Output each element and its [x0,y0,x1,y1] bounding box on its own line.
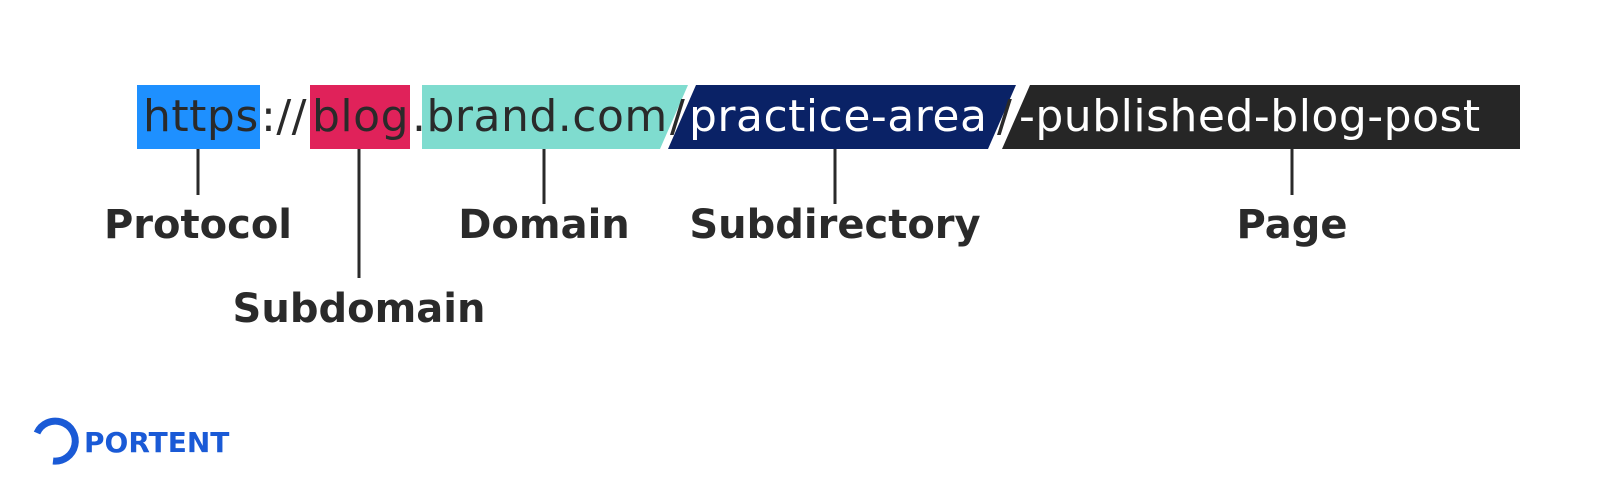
url-subdomain-text: blog [312,91,409,142]
url-page-text: -published-blog-post [1019,91,1481,142]
url-protocol-text: https [143,91,259,142]
subdirectory-label: Subdirectory [689,202,980,248]
protocol-block [137,85,260,149]
url-separator-text: :// [261,91,307,142]
protocol-label: Protocol [104,202,292,248]
domain-block [422,85,688,149]
brand-name: PORTENT [84,426,229,459]
portent-logo-icon [33,417,79,465]
subdomain-label: Subdomain [233,286,486,332]
url-domain-text: .brand.com [412,91,668,142]
url-slash-2-text: / [997,91,1012,142]
url-subdirectory-text: practice-area [689,91,987,142]
subdirectory-block [668,85,1016,149]
brand-logo: PORTENT [33,417,229,465]
page-block [1002,85,1520,149]
url-slash-1-text: / [670,91,685,142]
subdomain-block [310,85,410,149]
domain-label: Domain [458,202,630,248]
page-label: Page [1237,202,1348,248]
